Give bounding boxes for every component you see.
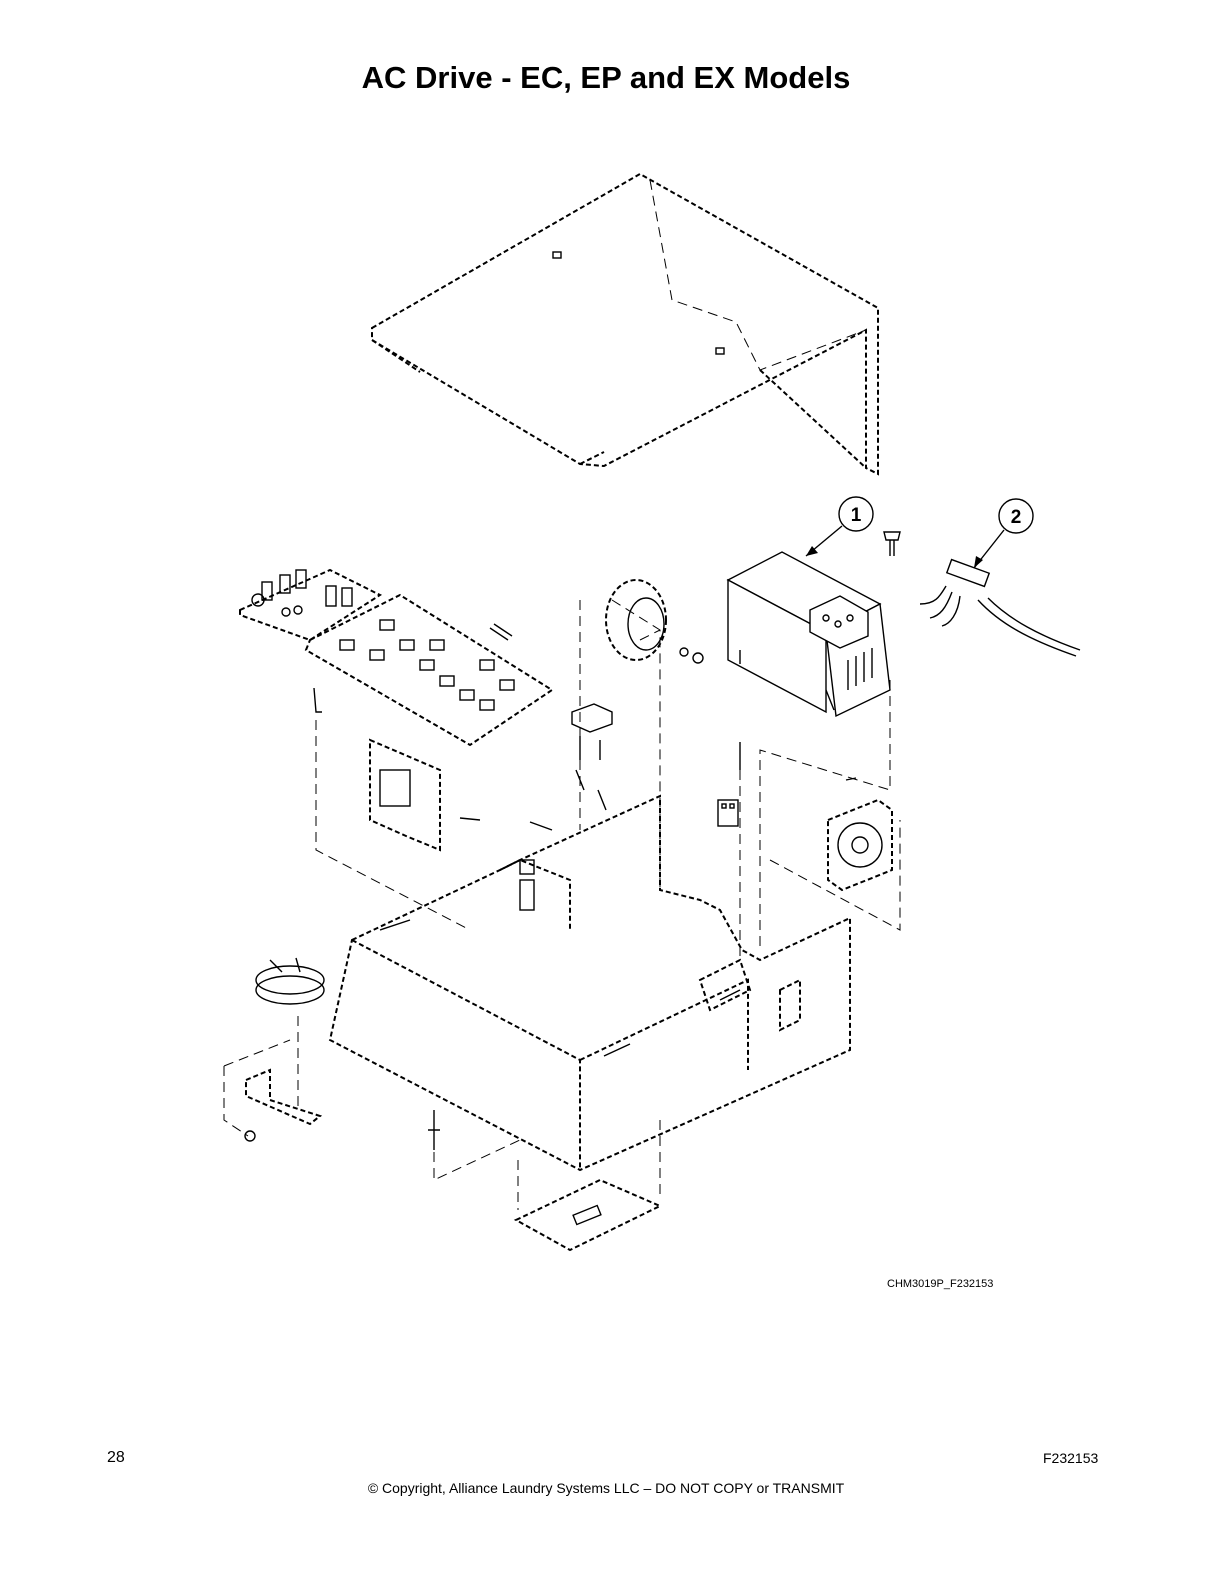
page-number: 28: [107, 1449, 125, 1466]
pulley-wheel: [605, 579, 704, 664]
callout-1-label: 1: [851, 505, 862, 526]
bottom-plate: [513, 1178, 663, 1252]
standoff-fasteners: [428, 742, 741, 1150]
callout-1: 1: [805, 496, 874, 557]
document-code: F232153: [1043, 1450, 1099, 1466]
cooling-fan: [827, 777, 893, 892]
drive-chassis: [328, 794, 851, 1172]
page-title: AC Drive - EC, EP and EX Models: [361, 60, 851, 95]
top-cover: [371, 172, 879, 476]
ac-drive-unit: [726, 551, 891, 718]
copyright-notice: © Copyright, Alliance Laundry Systems LL…: [367, 1480, 845, 1496]
mounting-bracket: [369, 738, 481, 852]
control-board-assembly: [239, 568, 554, 747]
callout-2: 2: [973, 498, 1034, 569]
relay-contactor: [571, 703, 613, 811]
foot-bracket: [244, 1068, 323, 1142]
terminal-connector: [717, 799, 739, 827]
mounting-screw: [883, 531, 901, 556]
callout-2-label: 2: [1011, 507, 1022, 528]
wiring-harness: [919, 558, 1081, 657]
drawing-code: CHM3019P_F232153: [887, 1278, 994, 1290]
terminal-wheel: [255, 957, 325, 1005]
